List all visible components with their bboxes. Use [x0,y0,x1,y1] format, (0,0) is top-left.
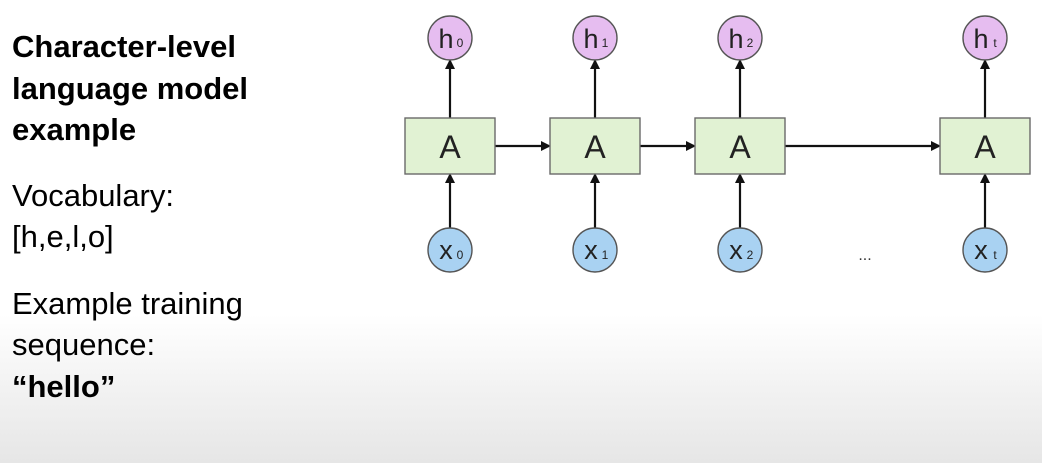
output-node-circle-1 [572,15,618,61]
example-label-line-2: sequence: [12,327,156,363]
diagram-edges [445,59,990,228]
title-line-2: language model [12,70,248,106]
output-node-label-3: h [973,24,988,54]
rnn-cell-3 [939,117,1031,175]
output-node-circle-3 [962,15,1008,61]
rnn-cell-2 [694,117,786,175]
example-label-line-1: Example training [12,285,243,321]
rnn-cell-label-1: A [584,129,606,165]
input-node-circle-0 [427,227,473,273]
input-node-circle-1 [572,227,618,273]
output-node-subscript-2: 2 [747,36,754,50]
input-node-circle-3 [962,227,1008,273]
slide-title: Character-level language model example [12,26,342,151]
output-node-subscript-0: 0 [457,36,464,50]
input-node-subscript-3: t [993,248,997,262]
input-node-subscript-2: 2 [747,248,754,262]
example-sequence: “hello” [12,368,116,404]
output-node-circle-2 [717,15,763,61]
rnn-cell-label-2: A [729,129,751,165]
input-node-label-0: x [439,235,453,265]
input-node-subscript-1: 1 [602,248,609,262]
output-node-label-1: h [583,24,598,54]
output-node-label-2: h [728,24,743,54]
title-line-3: example [12,112,137,148]
vocabulary-block: Vocabulary: [h,e,l,o] [12,175,342,258]
input-node-subscript-0: 0 [457,248,464,262]
input-node-label-3: x [974,235,988,265]
input-node-label-1: x [584,235,598,265]
output-node-circle-0 [427,15,473,61]
ellipsis-label: ... [858,247,871,264]
rnn-cell-1 [549,117,641,175]
output-node-label-0: h [438,24,453,54]
example-block: Example training sequence: “hello” [12,283,342,408]
input-node-circle-2 [717,227,763,273]
rnn-cell-label-3: A [974,129,996,165]
input-node-label-2: x [729,235,743,265]
output-node-subscript-3: t [993,36,997,50]
rnn-cell-label-0: A [439,129,461,165]
title-line-1: Character-level [12,29,237,64]
output-node-subscript-1: 1 [602,36,609,50]
vocabulary-list: [h,e,l,o] [12,219,114,255]
text-panel: Character-level language model example V… [12,26,342,432]
vocabulary-label: Vocabulary: [12,177,174,213]
rnn-cell-0 [404,117,496,175]
